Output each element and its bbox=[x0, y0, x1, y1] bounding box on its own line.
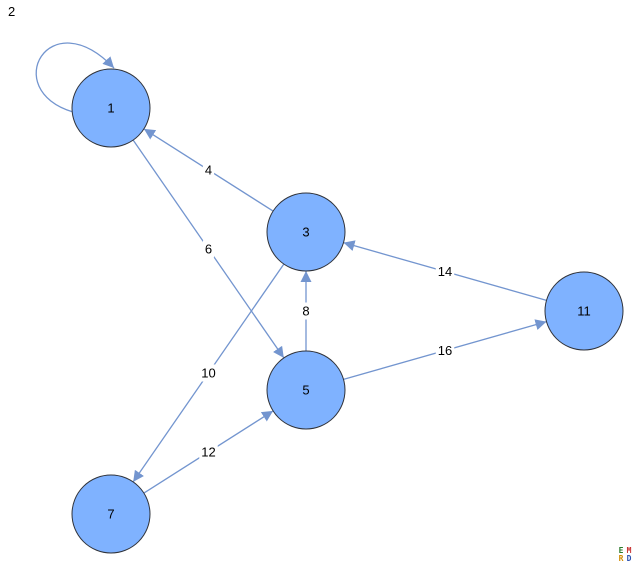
edge-label: 8 bbox=[302, 304, 309, 319]
edge-label: 12 bbox=[201, 445, 215, 460]
nodes-layer: 1 3 5 7 11 bbox=[71, 68, 624, 554]
node-label: 11 bbox=[577, 304, 591, 319]
node-circle[interactable] bbox=[544, 271, 624, 351]
edge-label: 10 bbox=[201, 366, 215, 381]
node-label: 5 bbox=[302, 383, 309, 398]
edge-label-background bbox=[300, 302, 312, 320]
logo-letter: M bbox=[626, 546, 632, 555]
corner-label: 2 bbox=[8, 4, 16, 19]
edge-label-background bbox=[199, 364, 218, 382]
node-5[interactable]: 5 bbox=[266, 350, 346, 430]
edge-label-background bbox=[435, 263, 455, 280]
node-1[interactable]: 1 bbox=[71, 68, 151, 148]
node-3[interactable]: 3 bbox=[266, 192, 346, 272]
edges-layer bbox=[35, 42, 547, 494]
edge-label-background bbox=[199, 443, 218, 461]
node-11[interactable]: 11 bbox=[544, 271, 624, 351]
edge-label: 16 bbox=[438, 343, 452, 358]
edge-label-background bbox=[202, 161, 215, 179]
node-label: 7 bbox=[107, 507, 114, 522]
edge-label-background bbox=[435, 342, 455, 359]
logo-letter: E bbox=[618, 546, 624, 555]
logo-icon: E M R D bbox=[617, 547, 633, 563]
logo-letter: D bbox=[626, 554, 632, 563]
edge-label: 4 bbox=[205, 163, 212, 178]
node-circle[interactable] bbox=[266, 192, 346, 272]
node-label: 3 bbox=[302, 225, 309, 240]
node-circle[interactable] bbox=[71, 474, 151, 554]
logo-letter: R bbox=[618, 554, 624, 563]
node-label: 1 bbox=[107, 101, 114, 116]
edge-label: 14 bbox=[438, 264, 452, 279]
node-7[interactable]: 7 bbox=[71, 474, 151, 554]
edge-label: 6 bbox=[205, 242, 212, 257]
node-circle[interactable] bbox=[266, 350, 346, 430]
node-circle[interactable] bbox=[71, 68, 151, 148]
edge-label-background bbox=[202, 240, 215, 258]
edge-self-loop bbox=[35, 42, 115, 113]
